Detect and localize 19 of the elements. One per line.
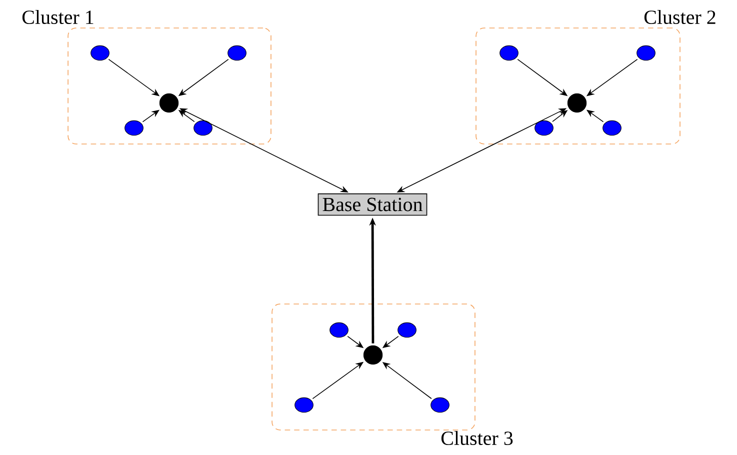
cluster-head-dot: [363, 345, 383, 365]
sensor-dot: [602, 120, 622, 136]
sensor-dot: [294, 397, 314, 413]
cluster-label: Cluster 1: [22, 10, 94, 24]
base-station-box: Base Station: [318, 193, 428, 216]
sensor-dot: [500, 45, 518, 61]
sensor-dot: [90, 45, 110, 61]
sensor-dot: [430, 397, 450, 413]
sensor-dot: [534, 120, 554, 136]
sensor-dot: [124, 120, 144, 136]
sensor-dot: [330, 322, 348, 338]
cluster-head-dot: [159, 93, 179, 113]
cluster-label: Cluster 3: [441, 430, 513, 446]
sensor-dot: [194, 120, 212, 136]
sensor-dot: [398, 322, 416, 338]
cluster-head-dot: [567, 93, 587, 113]
sensor-dot: [228, 45, 246, 61]
sensor-dot: [636, 45, 656, 61]
cluster-label: Cluster 2: [644, 10, 716, 24]
